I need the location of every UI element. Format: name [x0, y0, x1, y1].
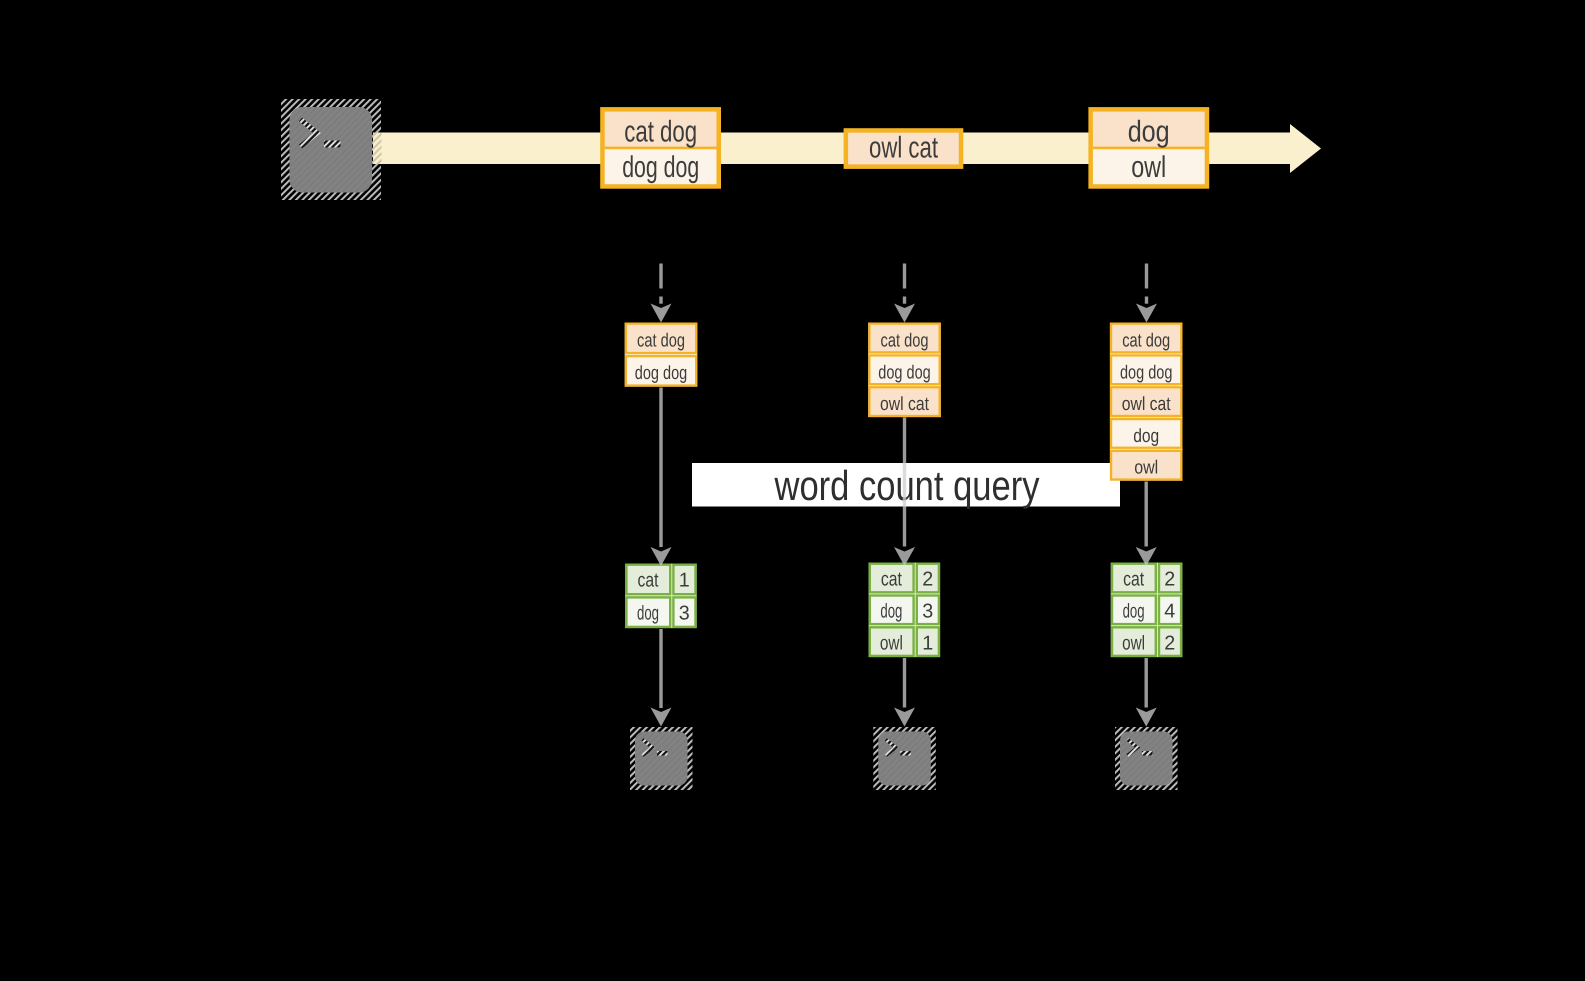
- svg-text:3: 3: [679, 602, 690, 624]
- svg-text:3: 3: [922, 601, 933, 623]
- svg-text:2: 2: [1164, 569, 1175, 591]
- svg-text:cat: cat: [1123, 569, 1144, 591]
- svg-text:2: 2: [922, 569, 933, 591]
- svg-text:dog: dog: [1123, 601, 1145, 623]
- svg-text:owl cat: owl cat: [869, 132, 938, 165]
- svg-text:cat: cat: [638, 570, 659, 592]
- svg-text:owl: owl: [1134, 458, 1158, 479]
- svg-text:1: 1: [679, 570, 690, 592]
- svg-text:cat dog: cat dog: [881, 331, 929, 352]
- svg-text:dog dog: dog dog: [622, 151, 699, 184]
- svg-text:owl cat: owl cat: [1122, 394, 1172, 415]
- svg-text:dog dog: dog dog: [1120, 362, 1173, 383]
- svg-text:owl: owl: [1131, 151, 1166, 184]
- svg-text:cat dog: cat dog: [637, 331, 685, 352]
- svg-text:cat dog: cat dog: [624, 116, 697, 149]
- svg-text:cat: cat: [881, 569, 902, 591]
- svg-text:dog: dog: [880, 601, 902, 623]
- svg-text:4: 4: [1164, 601, 1175, 623]
- svg-text:dog dog: dog dog: [635, 363, 688, 384]
- svg-text:dog: dog: [637, 602, 659, 624]
- svg-text:dog: dog: [1133, 426, 1159, 447]
- svg-text:owl cat: owl cat: [880, 394, 930, 415]
- svg-text:dog dog: dog dog: [878, 362, 931, 383]
- svg-text:owl: owl: [880, 632, 903, 654]
- svg-text:cat dog: cat dog: [1122, 331, 1170, 352]
- svg-text:dog: dog: [1128, 116, 1170, 149]
- svg-text:word count query: word count query: [774, 462, 1040, 509]
- svg-text:1: 1: [922, 632, 933, 654]
- svg-text:2: 2: [1164, 632, 1175, 654]
- svg-text:owl: owl: [1122, 632, 1145, 654]
